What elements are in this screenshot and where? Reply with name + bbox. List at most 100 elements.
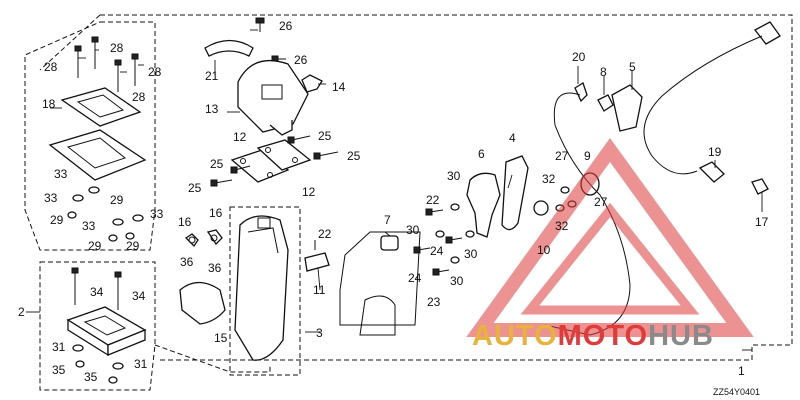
bracket-11 xyxy=(304,240,330,272)
clip-14 xyxy=(301,74,323,93)
callout-25: 25 xyxy=(318,129,332,143)
callout-5: 5 xyxy=(629,60,636,74)
callout-33: 33 xyxy=(44,191,58,205)
callout-29: 29 xyxy=(110,193,124,207)
bolt-34-group xyxy=(71,267,122,310)
callout-18: 18 xyxy=(42,97,56,111)
switch-20 xyxy=(574,82,588,103)
callout-12: 12 xyxy=(233,130,247,144)
diagram-code: ZZ54Y0401 xyxy=(713,387,760,397)
callout-29: 29 xyxy=(88,239,102,253)
callout-31: 31 xyxy=(52,340,66,354)
mount-plate-2 xyxy=(66,306,147,357)
callout-16: 16 xyxy=(178,215,192,229)
clip-17 xyxy=(751,178,769,195)
bracket-12-left xyxy=(230,149,290,183)
callout-30: 30 xyxy=(447,169,461,183)
callout-28: 28 xyxy=(44,60,58,74)
outline-bottom-link xyxy=(154,344,271,373)
washers-30 xyxy=(435,203,475,264)
callout-2: 2 xyxy=(18,305,25,319)
lower-left-assembly-outline xyxy=(39,261,156,391)
callout-4: 4 xyxy=(509,131,516,145)
callout-27: 27 xyxy=(555,149,569,163)
gasket-15 xyxy=(179,281,226,325)
callout-21: 21 xyxy=(205,69,219,83)
connector-top xyxy=(754,21,781,45)
callout-30: 30 xyxy=(406,223,420,237)
callout-25: 25 xyxy=(347,149,361,163)
callout-28: 28 xyxy=(148,65,162,79)
button-8 xyxy=(597,94,614,112)
callout-1: 1 xyxy=(738,364,745,378)
bolt-28-group xyxy=(74,36,139,92)
callout-24: 24 xyxy=(408,271,422,285)
watermark-triangle xyxy=(466,138,754,337)
connector-19 xyxy=(698,161,725,183)
callout-29: 29 xyxy=(50,213,64,227)
callout-36: 36 xyxy=(180,255,194,269)
callout-35: 35 xyxy=(52,363,66,377)
upper-left-group-outline xyxy=(24,21,156,251)
callout-36: 36 xyxy=(208,261,222,275)
callout-29: 29 xyxy=(126,239,140,253)
callout-32: 32 xyxy=(555,219,569,233)
washers-29-33 xyxy=(67,186,144,242)
callout-26: 26 xyxy=(279,19,293,33)
callout-35: 35 xyxy=(84,370,98,384)
shift-box-outline xyxy=(229,206,301,376)
plate-18 xyxy=(60,87,142,127)
gasket-33 xyxy=(48,129,147,181)
watermark-text: AUTOMOTOHUB xyxy=(472,320,714,352)
leader-lines xyxy=(26,29,763,351)
cover-21 xyxy=(204,39,254,57)
callout-27: 27 xyxy=(594,195,608,209)
callout-13: 13 xyxy=(205,102,219,116)
callout-26: 26 xyxy=(294,53,308,67)
nuts-31-35 xyxy=(72,344,124,384)
callout-6: 6 xyxy=(478,147,485,161)
callout-32: 32 xyxy=(542,172,556,186)
screws-22-24 xyxy=(413,208,463,276)
callout-34: 34 xyxy=(132,289,146,303)
callout-33: 33 xyxy=(150,207,164,221)
callout-17: 17 xyxy=(755,215,769,229)
watermark-hub: HUB xyxy=(648,320,714,352)
callout-25: 25 xyxy=(210,157,224,171)
bracket-12-right xyxy=(256,139,312,171)
handle-5 xyxy=(611,84,643,132)
callout-11: 11 xyxy=(313,283,326,297)
knob-7 xyxy=(380,235,399,251)
callout-15: 15 xyxy=(214,331,228,345)
screw-26-top xyxy=(255,17,286,62)
callout-28: 28 xyxy=(110,41,124,55)
wire-harness xyxy=(643,35,763,175)
callout-12: 12 xyxy=(302,185,316,199)
lever-4 xyxy=(501,155,529,231)
callout-23: 23 xyxy=(427,295,441,309)
gasket-cutout xyxy=(359,295,396,336)
callout-14: 14 xyxy=(332,80,346,94)
callout-25: 25 xyxy=(188,181,202,195)
callout-33: 33 xyxy=(54,167,68,181)
callout-10: 10 xyxy=(537,243,551,257)
callout-28: 28 xyxy=(132,90,146,104)
callout-8: 8 xyxy=(600,65,607,79)
callout-24: 24 xyxy=(430,244,444,258)
callout-30: 30 xyxy=(464,247,478,261)
callout-34: 34 xyxy=(90,285,104,299)
callout-19: 19 xyxy=(708,145,722,159)
callout-9: 9 xyxy=(584,149,591,163)
clips-16 xyxy=(184,229,223,248)
housing-13 xyxy=(237,60,309,136)
control-box-3 xyxy=(234,215,289,361)
outline-left-diagonal xyxy=(39,14,101,71)
gasket-sheet xyxy=(339,231,421,326)
callout-31: 31 xyxy=(134,357,148,371)
callout-33: 33 xyxy=(82,219,96,233)
callout-20: 20 xyxy=(572,50,586,64)
pin-10 xyxy=(533,200,549,216)
screws-25 xyxy=(210,135,339,187)
